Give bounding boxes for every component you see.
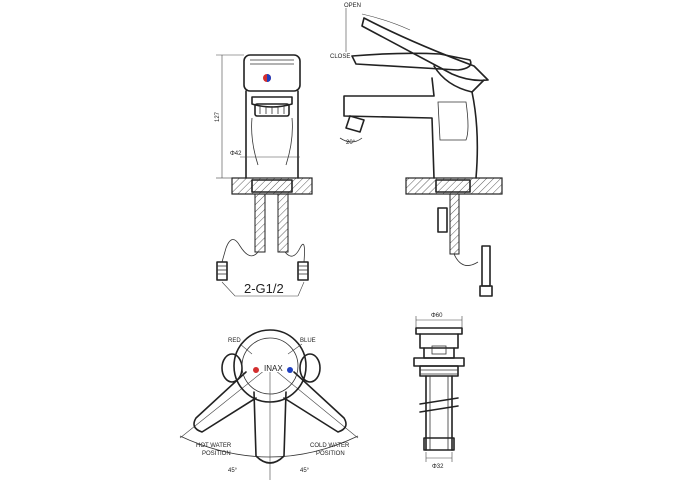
side-spout — [343, 77, 435, 179]
brand-logo-label: INAX — [264, 364, 283, 373]
height-dimension-label: 127 — [215, 111, 221, 122]
drain-top-diameter-label: Φ60 — [431, 313, 443, 319]
front-handle-cap — [243, 54, 301, 92]
front-supply-hoses — [216, 193, 309, 281]
cold-angle-label: 45° — [300, 468, 310, 474]
body-diameter-label: Φ42 — [230, 151, 242, 157]
cold-water-label-line1: COLD WATER — [310, 443, 350, 449]
front-body — [245, 90, 299, 179]
top-body — [233, 329, 307, 403]
lever-hot-position — [193, 371, 257, 433]
thread-label: 2-G1/2 — [244, 281, 284, 296]
side-angle-label: 20° — [346, 140, 356, 146]
close-label: CLOSE — [330, 54, 350, 60]
open-label: OPEN — [344, 3, 361, 9]
hot-dot-icon — [253, 367, 259, 373]
lever-closed-position — [351, 52, 472, 71]
cold-dot-icon — [287, 367, 293, 373]
lever-open-position — [361, 17, 489, 82]
lever-cold-position — [283, 371, 347, 433]
hot-water-label-line2: POSITION — [202, 451, 231, 457]
front-view: 127 Φ42 2-G1/2 — [215, 54, 313, 297]
hot-water-label-line1: HOT WATER — [196, 443, 232, 449]
red-label: RED — [228, 338, 241, 344]
hot-angle-label: 45° — [228, 468, 238, 474]
lever-center-position — [253, 391, 287, 464]
drain-cap — [415, 327, 463, 335]
cold-water-label-line2: POSITION — [316, 451, 345, 457]
top-view: INAX RED BLUE HOT WATER POSITION COLD WA… — [179, 329, 359, 480]
blue-label: BLUE — [300, 338, 316, 344]
side-view: OPEN CLOSE 20° — [330, 3, 503, 297]
drain-bottom-diameter-label: Φ32 — [432, 464, 444, 470]
pop-up-drain: Φ60 Φ32 — [413, 313, 465, 470]
front-aerator — [254, 103, 290, 117]
